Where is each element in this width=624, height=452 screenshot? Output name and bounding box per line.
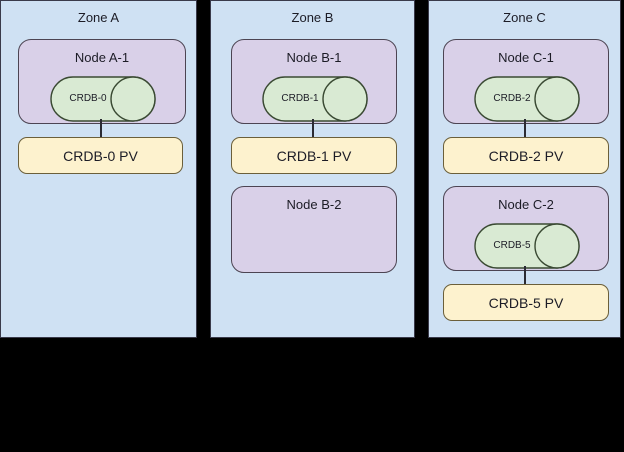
- connector-node-c-2-to-pv: [524, 266, 526, 285]
- pv-label-crdb-1: CRDB-1 PV: [276, 147, 352, 164]
- node-label-b-1: Node B-1: [286, 50, 342, 65]
- cylinder-database-icon-crdb-5[interactable]: CRDB-5: [474, 223, 580, 269]
- node-label-c-1: Node C-1: [498, 50, 554, 65]
- zone-label-c: Zone C: [503, 10, 546, 25]
- pv-container-crdb-1[interactable]: CRDB-1 PV: [231, 137, 397, 174]
- connector-node-b-1-to-pv: [312, 119, 314, 138]
- node-container-b-1[interactable]: Node B-1 CRDB-1: [231, 39, 397, 124]
- zone-label-b: Zone B: [291, 10, 334, 25]
- pv-label-crdb-2: CRDB-2 PV: [488, 147, 564, 164]
- cylinder-shape: [474, 223, 580, 269]
- node-container-a-1[interactable]: Node A-1 CRDB-0: [18, 39, 186, 124]
- pv-container-crdb-2[interactable]: CRDB-2 PV: [443, 137, 609, 174]
- cylinder-shape: [262, 76, 368, 122]
- zone-container-a: Zone A Node A-1 CRDB-0 CRDB-0 PV: [0, 0, 197, 338]
- connector-node-c-1-to-pv: [524, 119, 526, 138]
- node-label-c-2: Node C-2: [498, 197, 554, 212]
- pv-label-crdb-0: CRDB-0 PV: [63, 147, 138, 164]
- pv-container-crdb-0[interactable]: CRDB-0 PV: [18, 137, 183, 174]
- zone-container-b: Zone B Node B-1 CRDB-1 CRDB-1 PV Node B-…: [210, 0, 415, 338]
- node-container-c-2[interactable]: Node C-2 CRDB-5: [443, 186, 609, 271]
- node-container-b-2[interactable]: Node B-2: [231, 186, 397, 273]
- cylinder-database-icon-crdb-2[interactable]: CRDB-2: [474, 76, 580, 122]
- zone-container-c: Zone C Node C-1 CRDB-2 CRDB-2 PV Node C-…: [428, 0, 621, 338]
- pv-container-crdb-5[interactable]: CRDB-5 PV: [443, 284, 609, 321]
- zone-label-a: Zone A: [77, 10, 120, 25]
- cylinder-shape: [50, 76, 156, 122]
- cylinder-shape: [474, 76, 580, 122]
- node-label-a-1: Node A-1: [74, 50, 130, 65]
- node-label-b-2: Node B-2: [286, 197, 342, 212]
- cylinder-database-icon-crdb-1[interactable]: CRDB-1: [262, 76, 368, 122]
- pv-label-crdb-5: CRDB-5 PV: [488, 294, 564, 311]
- connector-node-a-1-to-pv: [100, 119, 102, 138]
- cylinder-database-icon-crdb-0[interactable]: CRDB-0: [50, 76, 156, 122]
- node-container-c-1[interactable]: Node C-1 CRDB-2: [443, 39, 609, 124]
